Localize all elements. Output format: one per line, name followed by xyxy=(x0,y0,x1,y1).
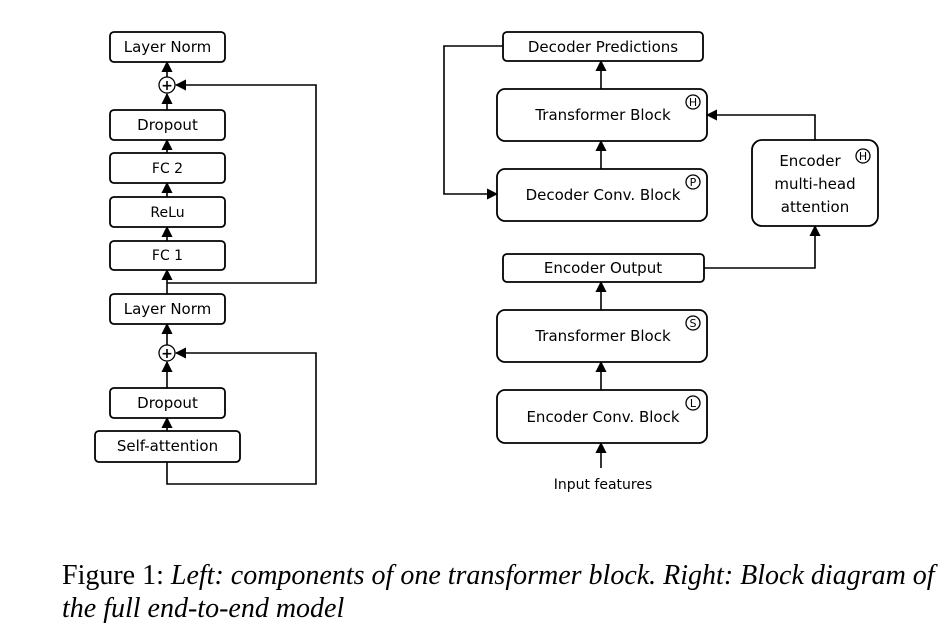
encoder-conv-block-label: Encoder Conv. Block xyxy=(526,408,679,426)
badge-transformer-bottom-letter: S xyxy=(690,317,697,330)
badge-transformer-bottom-icon xyxy=(685,315,701,331)
encoder-output-box xyxy=(502,253,705,283)
encoder-output-label: Encoder Output xyxy=(544,259,662,277)
caption-left-label: Left: xyxy=(170,560,224,591)
plus-symbol-top: + xyxy=(161,78,173,94)
arrow-encoder-output-to-mha xyxy=(704,224,821,269)
fc2-box xyxy=(109,152,226,184)
self-attention-label: Self-attention xyxy=(117,437,218,455)
feedback-predictions-to-decoder-conv xyxy=(443,45,503,200)
transformer-block-bottom-label: Transformer Block xyxy=(534,327,671,345)
add-node-bottom xyxy=(158,344,176,362)
input-features-label: Input features xyxy=(554,477,653,493)
relu-label: ReLu xyxy=(150,205,184,221)
encoder-mha-box xyxy=(751,139,879,227)
layer-norm-top-box xyxy=(109,31,226,63)
badge-encoder-mha-icon xyxy=(855,148,871,164)
dropout-top-label: Dropout xyxy=(137,116,198,134)
caption-prefix: Figure 1: xyxy=(62,560,171,591)
relu-box xyxy=(109,196,226,228)
model-diagram: Layer Norm + Dropout FC 2 ReLu FC 1 Laye… xyxy=(94,31,879,493)
plus-symbol-bottom: + xyxy=(161,346,173,362)
encoder-conv-block-box xyxy=(496,389,708,444)
encoder-mha-label-line3: attention xyxy=(781,198,849,216)
dropout-bottom-box xyxy=(109,387,226,419)
residual-path-bottom xyxy=(166,347,317,485)
layer-norm-mid-box xyxy=(109,293,226,325)
badge-encoder-conv-letter: L xyxy=(690,397,697,410)
fc1-box xyxy=(109,240,226,271)
encoder-mha-label-line2: multi-head xyxy=(774,175,855,193)
transformer-block-bottom-box xyxy=(496,309,708,363)
left-transformer-components: Layer Norm + Dropout FC 2 ReLu FC 1 Laye… xyxy=(94,31,317,485)
badge-decoder-conv-letter: P xyxy=(690,176,697,189)
caption-left-text: components of one transformer block. xyxy=(223,560,664,591)
decoder-conv-block-box xyxy=(496,168,708,222)
decoder-predictions-box xyxy=(502,31,704,62)
layer-norm-top-label: Layer Norm xyxy=(124,38,212,56)
badge-decoder-conv-icon xyxy=(685,174,701,190)
figure-caption: Figure 1: Left: components of one transf… xyxy=(62,559,942,625)
transformer-block-top-label: Transformer Block xyxy=(534,106,671,124)
fc1-label: FC 1 xyxy=(152,248,183,264)
layer-norm-mid-label: Layer Norm xyxy=(124,300,212,318)
dropout-bottom-label: Dropout xyxy=(137,394,198,412)
transformer-block-top-box xyxy=(496,88,708,142)
encoder-mha-label-line1: Encoder xyxy=(779,152,841,170)
self-attention-box xyxy=(94,430,241,463)
caption-right-text: Block diagram of the full end-to-end mod… xyxy=(62,560,935,624)
badge-encoder-mha-letter: H xyxy=(859,150,867,163)
badge-transformer-top-icon xyxy=(685,94,701,110)
decoder-conv-block-label: Decoder Conv. Block xyxy=(526,186,681,204)
dropout-top-box xyxy=(109,109,226,141)
right-block-diagram: Decoder Predictions Transformer Block H … xyxy=(443,31,879,493)
residual-path-top xyxy=(167,79,317,284)
add-node-top xyxy=(158,76,176,94)
badge-encoder-conv-icon xyxy=(685,395,701,411)
fc2-label: FC 2 xyxy=(152,161,183,177)
arrow-mha-to-transformer-top xyxy=(705,109,816,140)
badge-transformer-top-letter: H xyxy=(689,96,697,109)
decoder-predictions-label: Decoder Predictions xyxy=(528,38,678,56)
caption-right-label: Right: xyxy=(663,560,734,591)
